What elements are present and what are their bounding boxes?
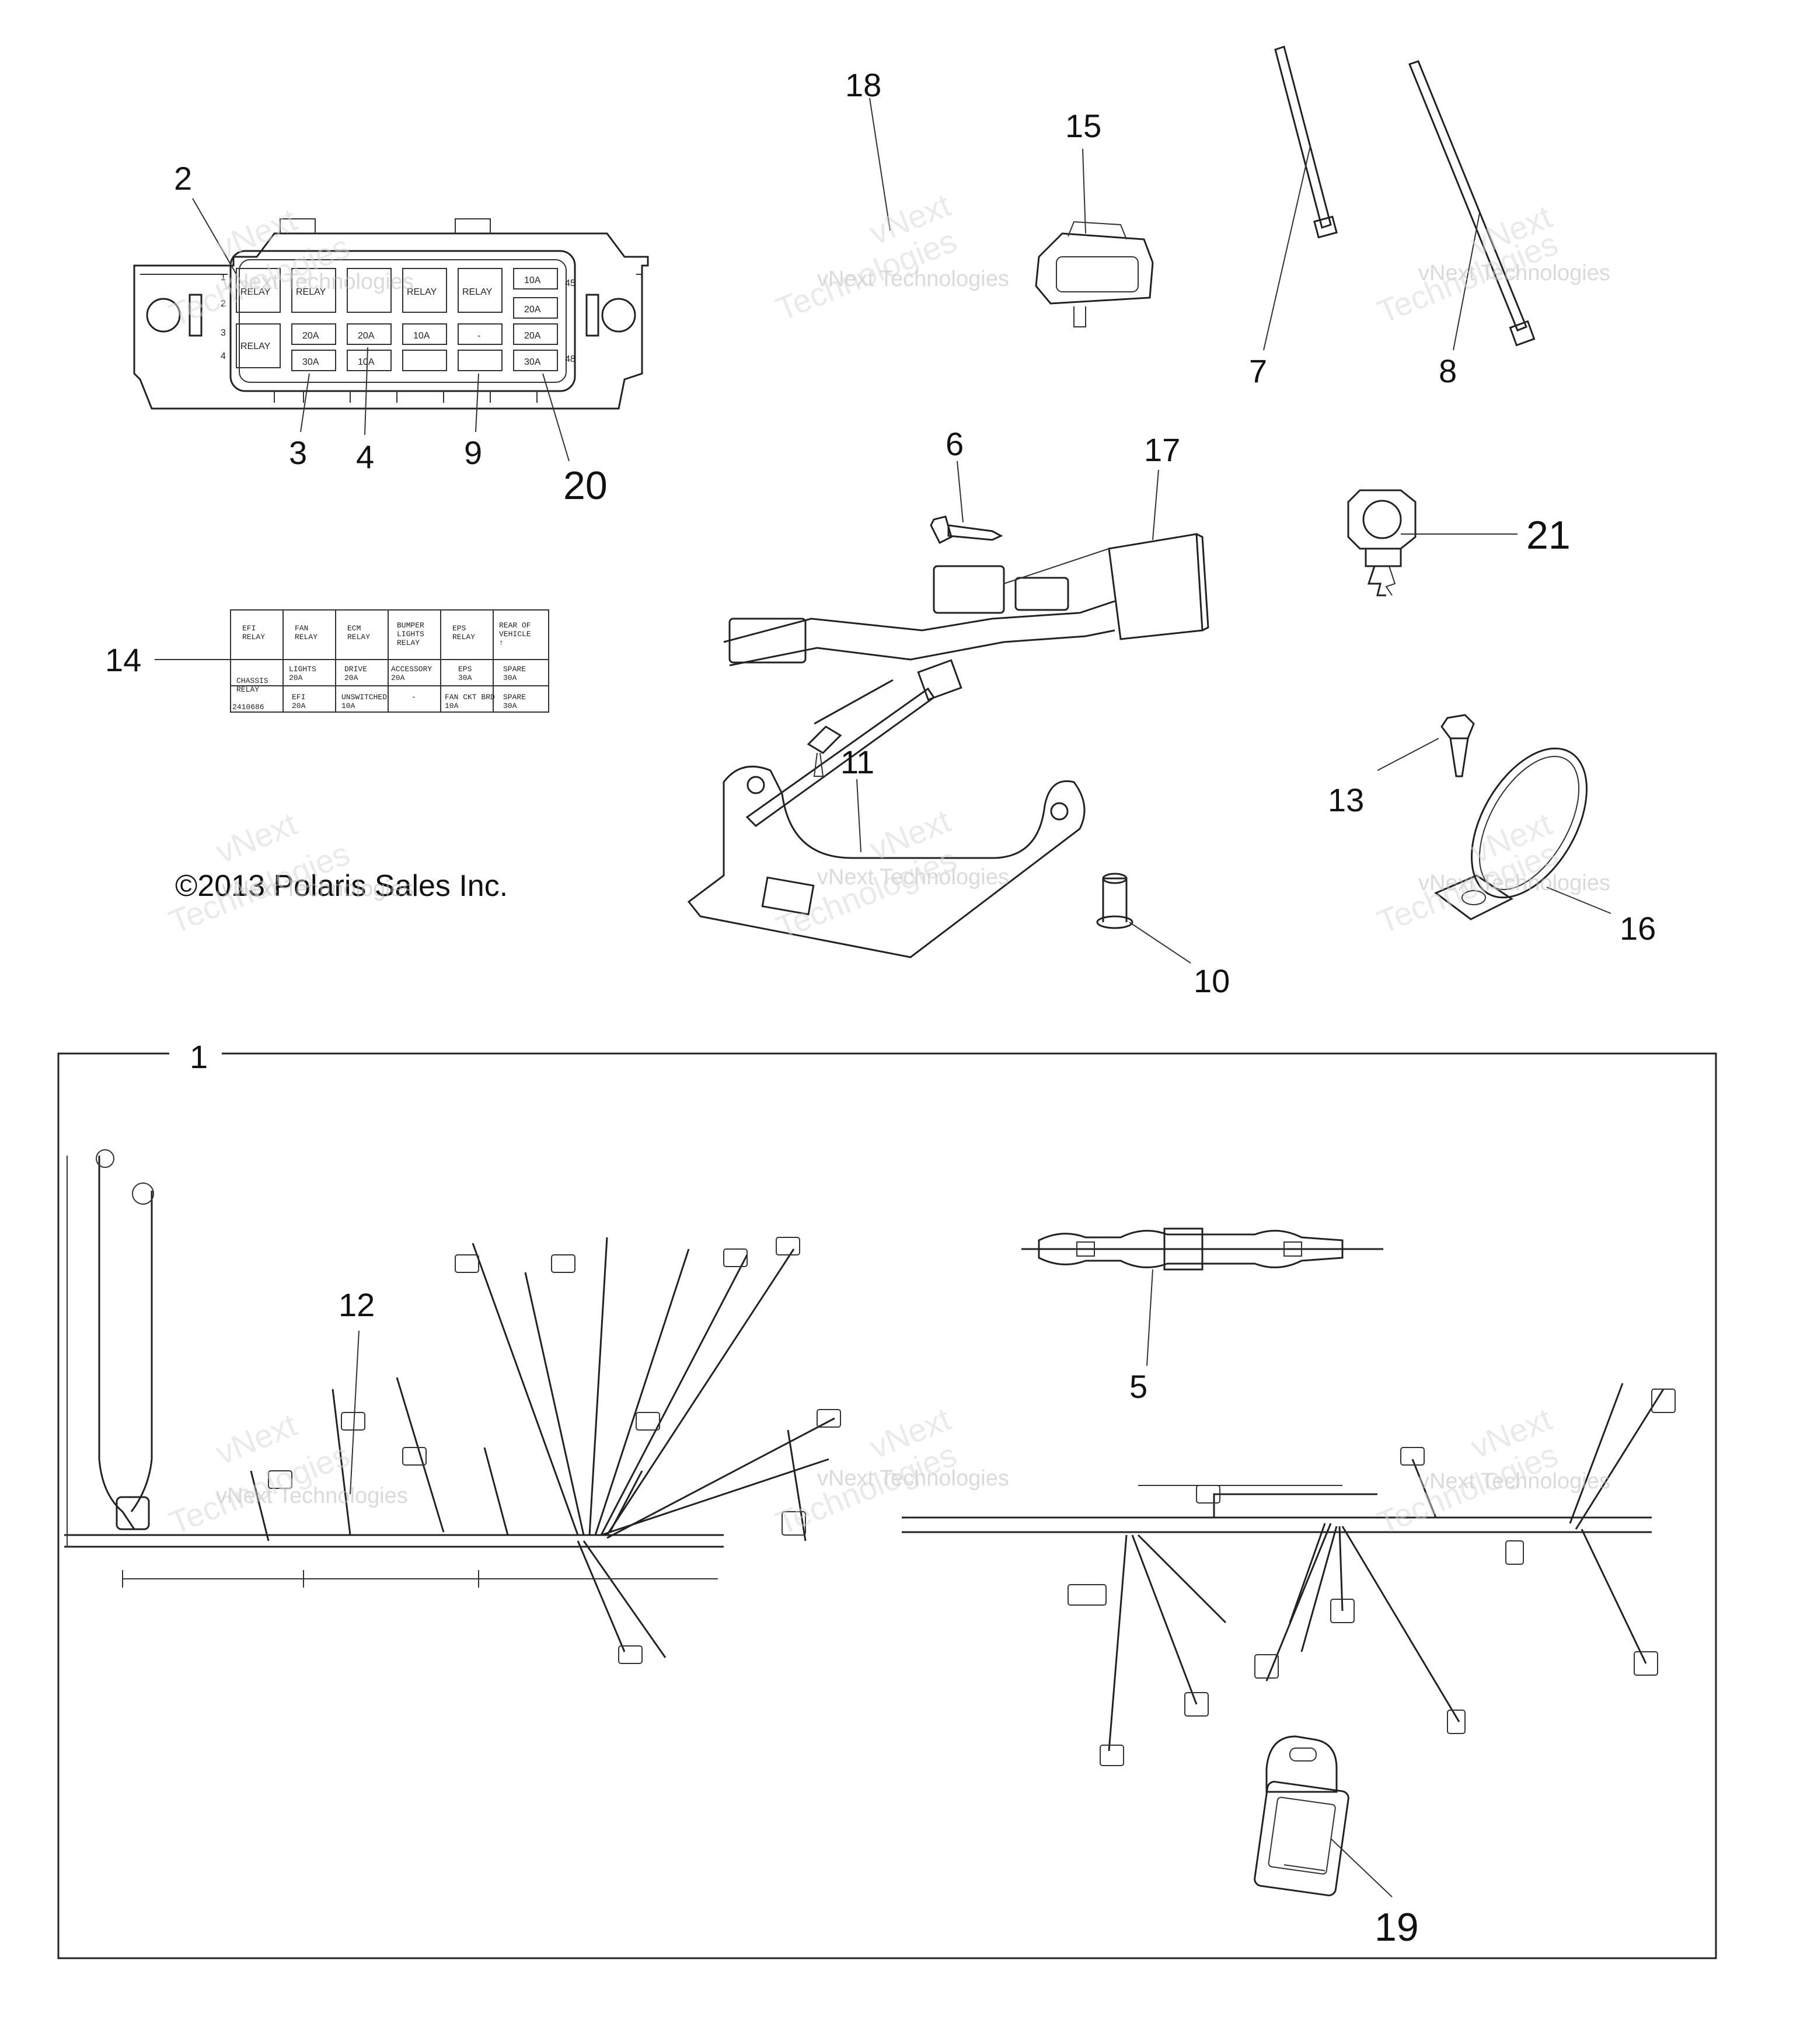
fuse-block-cover[interactable] (1254, 1735, 1349, 1896)
copyright-text: ©2013 Polaris Sales Inc. (175, 869, 508, 903)
callout-8: 8 (1439, 353, 1457, 389)
table-part-number: 2410686 (232, 703, 264, 711)
bolt[interactable] (930, 515, 1003, 545)
callout-3: 3 (289, 434, 307, 471)
inline-fuse-holder[interactable] (1021, 1227, 1383, 1271)
fuse-label: 20A (302, 331, 319, 341)
svg-text:vNext Technologies: vNext Technologies (817, 1466, 1009, 1491)
callout-7: 7 (1249, 353, 1267, 389)
callout-17: 17 (1144, 431, 1180, 468)
watermark: vNext vNext Technologies Technologies vN… (164, 186, 1610, 1541)
fuse-label: 10A (413, 331, 430, 341)
svg-text:Technologies: Technologies (771, 840, 962, 946)
callout-21: 21 (1526, 513, 1571, 557)
hex-bolt[interactable] (1440, 714, 1475, 777)
row-number: 45 (565, 278, 575, 288)
callout-13: 13 (1328, 782, 1364, 818)
svg-text:vNext Technologies: vNext Technologies (222, 270, 414, 294)
callout-16: 16 (1620, 910, 1656, 947)
callout-15: 15 (1065, 107, 1101, 144)
svg-text:vNext Technologies: vNext Technologies (817, 865, 1009, 890)
fuse-label: 20A (524, 331, 541, 341)
harness-adapter[interactable] (723, 533, 1209, 667)
relay-label: RELAY (462, 287, 493, 297)
cable-tie-short[interactable] (1274, 46, 1338, 239)
callout-11: 11 (840, 744, 874, 780)
svg-text:vNext Technologies: vNext Technologies (216, 1484, 408, 1508)
fuse-box[interactable]: RELAY RELAY RELAY RELAY RELAY 10A 20A 20… (133, 218, 649, 410)
fuse-label: - (477, 331, 480, 341)
svg-text:vNext Technologies: vNext Technologies (222, 877, 414, 901)
svg-text:vNext Technologies: vNext Technologies (1418, 261, 1610, 285)
callout-9: 9 (464, 434, 482, 471)
strap-clamp[interactable] (1434, 729, 1610, 920)
row-number: 3 (221, 328, 226, 338)
callout-4: 4 (356, 438, 374, 475)
main-harness-right[interactable] (902, 1383, 1676, 1766)
callout-10: 10 (1194, 962, 1230, 999)
relay-label: RELAY (240, 287, 271, 297)
mounting-bracket[interactable] (687, 765, 1086, 958)
main-harness-left[interactable] (64, 1149, 841, 1664)
callout-5: 5 (1129, 1368, 1147, 1405)
connector-clip[interactable] (1035, 221, 1154, 327)
callout-6: 6 (946, 425, 964, 462)
row-number: 2 (221, 299, 226, 309)
svg-text:vNext Technologies: vNext Technologies (817, 267, 1009, 291)
callout-1: 1 (190, 1038, 208, 1075)
fuse-label: 30A (302, 357, 319, 367)
callout-12: 12 (339, 1286, 375, 1323)
callout-18: 18 (845, 67, 881, 103)
callout-2: 2 (174, 160, 192, 197)
callout-19: 19 (1375, 1905, 1419, 1949)
relay-label: RELAY (296, 287, 326, 297)
fuse-label: 10A (358, 357, 375, 367)
relay-label: RELAY (240, 341, 271, 351)
cable-tie-mount[interactable] (745, 659, 962, 827)
fuse-label: 20A (358, 331, 375, 341)
svg-text:vNext Technologies: vNext Technologies (1418, 871, 1610, 895)
fuse-label: 10A (524, 275, 541, 285)
callout-20: 20 (563, 463, 608, 508)
row-number: 48 (565, 354, 575, 364)
callout-14: 14 (105, 641, 141, 678)
harness-clip[interactable] (1347, 489, 1417, 597)
row-number: 1 (221, 273, 226, 282)
row-number: 4 (221, 351, 226, 361)
cable-tie-long[interactable] (1408, 60, 1536, 347)
fuse-label: 20A (524, 305, 541, 315)
fuse-label: 30A (524, 357, 541, 367)
svg-text:vNext Technologies: vNext Technologies (1418, 1469, 1610, 1494)
relay-label: RELAY (407, 287, 437, 297)
main-harness-frame (57, 1052, 1717, 1959)
table-cell: - (411, 693, 416, 702)
push-rivet[interactable] (1096, 873, 1133, 929)
